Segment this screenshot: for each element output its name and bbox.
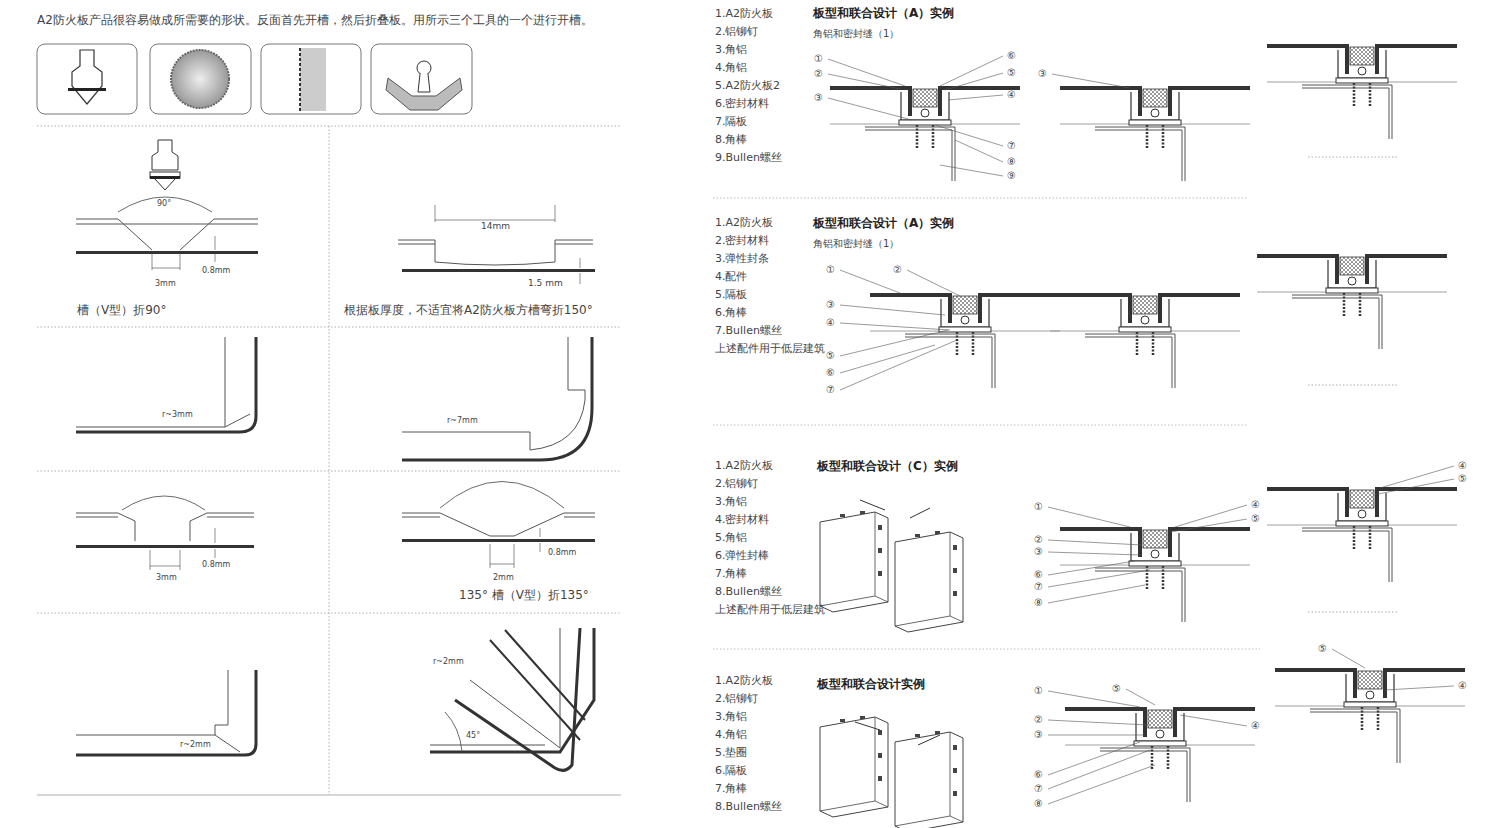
label: ⑥ bbox=[1034, 569, 1043, 581]
label: ⑤ bbox=[826, 350, 835, 362]
label: 4.角铝 bbox=[715, 729, 748, 742]
label: 2.铝铆钉 bbox=[715, 26, 759, 39]
label: 1.A2防火板 bbox=[715, 460, 773, 473]
label: ④ bbox=[1251, 720, 1260, 732]
label: 4.配件 bbox=[715, 271, 748, 284]
label: 1.A2防火板 bbox=[715, 8, 773, 21]
label: 6.弹性封棒 bbox=[715, 550, 770, 563]
label: ⑧ bbox=[1034, 798, 1043, 810]
label: ③ bbox=[1034, 729, 1043, 741]
section-title: 板型和联合设计实例 bbox=[817, 678, 925, 692]
label: ⑥ bbox=[826, 367, 835, 379]
label: 2.铝铆钉 bbox=[715, 478, 759, 491]
label: 槽（V型）折90° bbox=[77, 304, 166, 318]
label: ② bbox=[1034, 714, 1043, 726]
label: 3.角铝 bbox=[715, 496, 748, 509]
label: ④ bbox=[1007, 89, 1016, 101]
label: 1.5 mm bbox=[528, 278, 563, 288]
label: ① bbox=[1034, 685, 1043, 697]
label: ⑦ bbox=[826, 384, 835, 396]
label: 8.Bullen螺丝 bbox=[715, 801, 782, 814]
label: 8.Bullen螺丝 bbox=[715, 586, 782, 599]
label: ① bbox=[814, 53, 823, 65]
label: 3mm bbox=[155, 279, 176, 288]
label: ④ bbox=[1251, 499, 1260, 511]
label: ④ bbox=[1458, 460, 1467, 472]
label: ⑧ bbox=[1007, 156, 1016, 168]
label: 7.角棒 bbox=[715, 568, 748, 581]
label: ② bbox=[893, 264, 902, 276]
label: r~7mm bbox=[447, 416, 478, 425]
label: 4.密封材料 bbox=[715, 514, 770, 527]
label: ⑦ bbox=[1007, 140, 1016, 152]
label: 7.角棒 bbox=[715, 783, 748, 796]
label: 5.隔板 bbox=[715, 289, 748, 302]
label: r~2mm bbox=[433, 657, 464, 666]
label: ③ bbox=[1034, 546, 1043, 558]
label: 角铝和密封缝（1） bbox=[813, 238, 899, 250]
label: 3.角铝 bbox=[715, 44, 748, 57]
label: 7.隔板 bbox=[715, 116, 748, 129]
label: 4.角铝 bbox=[715, 62, 748, 75]
label: 0.8mm bbox=[202, 266, 230, 275]
label: ③ bbox=[1038, 68, 1047, 80]
label: 5.A2防火板2 bbox=[715, 80, 780, 93]
label: ⑤ bbox=[1318, 643, 1327, 655]
label: ② bbox=[1034, 534, 1043, 546]
label: 5.角铝 bbox=[715, 532, 748, 545]
label: ⑨ bbox=[1007, 170, 1016, 182]
label: 1.A2防火板 bbox=[715, 217, 773, 230]
label: 8.角棒 bbox=[715, 134, 748, 147]
label: ④ bbox=[826, 317, 835, 329]
label: ⑤ bbox=[1007, 67, 1016, 79]
label: 角铝和密封缝（1） bbox=[813, 28, 899, 40]
label: r~3mm bbox=[162, 410, 193, 419]
label: ⑥ bbox=[1034, 769, 1043, 781]
label: ⑦ bbox=[1034, 783, 1043, 795]
label: 135° 槽（V型）折135° bbox=[459, 589, 589, 603]
label: 0.8mm bbox=[548, 548, 576, 557]
label: 14mm bbox=[481, 221, 510, 231]
label: 6.隔板 bbox=[715, 765, 748, 778]
label: 2.密封材料 bbox=[715, 235, 770, 248]
label: 3.角铝 bbox=[715, 711, 748, 724]
label: 9.Bullen螺丝 bbox=[715, 152, 782, 165]
label: 根据板厚度，不适宜将A2防火板方槽弯折150° bbox=[344, 304, 593, 318]
label: ⑤ bbox=[1251, 513, 1260, 525]
label: 上述配件用于低层建筑 bbox=[715, 604, 825, 617]
label: 1.A2防火板 bbox=[715, 675, 773, 688]
label: ⑤ bbox=[1458, 473, 1467, 485]
label: 5.垫圈 bbox=[715, 747, 748, 760]
label: A2防火板产品很容易做成所需要的形状。反面首先开槽，然后折叠板。用所示三个工具的… bbox=[37, 14, 593, 28]
label: ④ bbox=[1458, 680, 1467, 692]
label: 2mm bbox=[493, 573, 514, 582]
label: ① bbox=[826, 264, 835, 276]
section-title: 板型和联合设计（A）实例 bbox=[813, 7, 954, 21]
label: 0.8mm bbox=[202, 560, 230, 569]
label: ⑧ bbox=[1034, 597, 1043, 609]
label: 7.Bullen螺丝 bbox=[715, 325, 782, 338]
label: ⑥ bbox=[1007, 50, 1016, 62]
section-title: 板型和联合设计（C）实例 bbox=[817, 460, 958, 474]
label: r~2mm bbox=[180, 740, 211, 749]
section-title: 板型和联合设计（A）实例 bbox=[813, 217, 954, 231]
label: 6.密封材料 bbox=[715, 98, 770, 111]
label: ③ bbox=[826, 299, 835, 311]
label: ③ bbox=[814, 92, 823, 104]
label: 3mm bbox=[156, 573, 177, 582]
label: 45° bbox=[466, 731, 480, 740]
label: 6.角棒 bbox=[715, 307, 748, 320]
label: 2.铝铆钉 bbox=[715, 693, 759, 706]
label: ② bbox=[814, 68, 823, 80]
label: 3.弹性封条 bbox=[715, 253, 770, 266]
label: ⑤ bbox=[1112, 683, 1121, 695]
label: 上述配件用于低层建筑 bbox=[715, 343, 825, 356]
label: 90° bbox=[157, 199, 171, 208]
label: ① bbox=[1034, 501, 1043, 513]
label: ⑦ bbox=[1034, 581, 1043, 593]
